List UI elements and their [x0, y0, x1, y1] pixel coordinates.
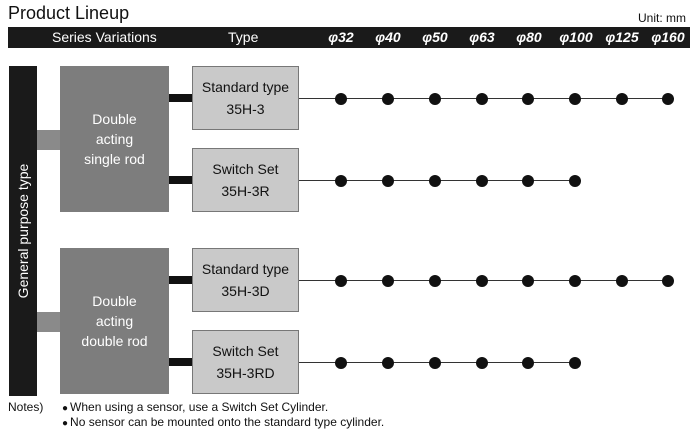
- type-connector: [169, 276, 192, 284]
- type-name: Standard type: [201, 261, 290, 277]
- available-dot: [616, 274, 628, 287]
- group-connector: [37, 130, 61, 150]
- available-dot: [335, 356, 347, 369]
- available-dot: [335, 274, 347, 287]
- type-connector: [169, 94, 192, 102]
- type-code: 35H-3R: [221, 183, 270, 199]
- type-box-35h-3r: Switch Set 35H-3R: [192, 148, 299, 212]
- available-dot: [662, 274, 674, 287]
- type-name: Switch Set: [212, 343, 279, 359]
- variant-line: Double: [92, 111, 137, 127]
- available-dot: [335, 174, 347, 187]
- bore-header: φ32: [328, 29, 354, 45]
- available-dot: [382, 174, 394, 187]
- type-name: Switch Set: [212, 161, 279, 177]
- available-dot: [335, 92, 347, 105]
- available-dot: [569, 92, 581, 105]
- available-dot: [569, 356, 581, 369]
- available-dot: [476, 174, 488, 187]
- available-dot: [522, 356, 534, 369]
- available-dot: [429, 274, 441, 287]
- available-dot: [569, 174, 581, 187]
- available-dot: [522, 274, 534, 287]
- note-item: ●When using a sensor, use a Switch Set C…: [62, 400, 328, 414]
- available-dot: [382, 92, 394, 105]
- variant-box-double-rod: Double acting double rod: [60, 248, 169, 394]
- type-name: Standard type: [201, 79, 290, 95]
- bullet-icon: ●: [62, 418, 69, 429]
- bore-header: φ100: [559, 29, 593, 45]
- page-title: Product Lineup: [8, 3, 130, 23]
- type-code: 35H-3: [226, 101, 265, 117]
- available-dot: [476, 356, 488, 369]
- bore-header: φ80: [516, 29, 542, 45]
- variant-line: Double: [92, 293, 137, 309]
- type-box-35h-3d: Standard type 35H-3D: [192, 248, 299, 312]
- available-dot: [429, 356, 441, 369]
- bore-header: φ50: [422, 29, 448, 45]
- note-item: ●No sensor can be mounted onto the stand…: [62, 415, 384, 429]
- group-connector: [37, 312, 61, 332]
- header-bar: Series Variations Type φ32 φ40 φ50 φ63 φ…: [8, 27, 690, 48]
- available-dot: [476, 274, 488, 287]
- available-dot: [429, 92, 441, 105]
- note-text: When using a sensor, use a Switch Set Cy…: [70, 400, 329, 414]
- type-box-35h-3rd: Switch Set 35H-3RD: [192, 330, 299, 394]
- type-connector: [169, 176, 192, 184]
- bore-header: φ40: [375, 29, 401, 45]
- variant-box-single-rod: Double acting single rod: [60, 66, 169, 212]
- notes-label: Notes): [8, 400, 44, 414]
- available-dot: [616, 92, 628, 105]
- type-header: Type: [228, 29, 259, 45]
- unit-label: Unit: mm: [638, 11, 686, 25]
- variant-line: acting: [95, 313, 134, 329]
- type-connector: [169, 358, 192, 366]
- series-variations-header: Series Variations: [52, 29, 157, 45]
- note-text: No sensor can be mounted onto the standa…: [70, 415, 385, 429]
- bore-header: φ63: [469, 29, 495, 45]
- variant-line: single rod: [84, 151, 145, 167]
- available-dot: [429, 174, 441, 187]
- available-dot: [569, 274, 581, 287]
- type-code: 35H-3D: [221, 283, 270, 299]
- available-dot: [382, 274, 394, 287]
- available-dot: [476, 92, 488, 105]
- variant-line: double rod: [81, 333, 148, 349]
- type-code: 35H-3RD: [216, 365, 275, 381]
- type-box-35h-3: Standard type 35H-3: [192, 66, 299, 130]
- available-dot: [382, 356, 394, 369]
- variant-line: acting: [95, 131, 134, 147]
- available-dot: [662, 92, 674, 105]
- bore-header: φ160: [651, 29, 685, 45]
- bullet-icon: ●: [62, 403, 69, 414]
- category-bar: General purpose type: [9, 66, 37, 396]
- bore-header: φ125: [605, 29, 639, 45]
- category-label: General purpose type: [15, 163, 31, 299]
- available-dot: [522, 92, 534, 105]
- available-dot: [522, 174, 534, 187]
